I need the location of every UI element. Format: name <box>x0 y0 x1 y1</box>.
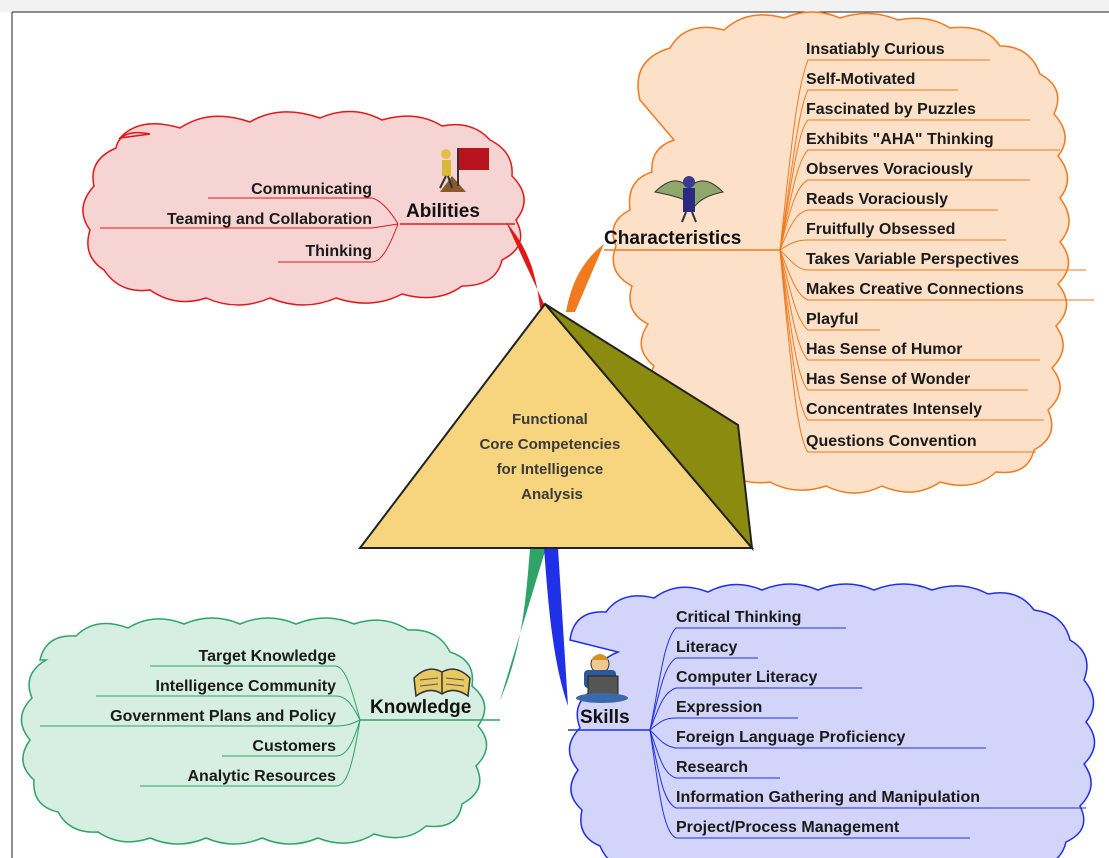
knowledge-item-intelligence-community: Intelligence Community <box>156 678 337 695</box>
skills-item-research: Research <box>676 759 748 776</box>
skills-item-computer-literacy: Computer Literacy <box>676 669 817 686</box>
skills-item-project-process-management: Project/Process Management <box>676 819 900 836</box>
skills-connector <box>544 548 568 706</box>
skills-cloud <box>568 583 1096 858</box>
characteristics-cloud <box>612 11 1070 494</box>
open-book-icon <box>413 668 471 698</box>
abilities-item-communicating: Communicating <box>251 181 372 198</box>
characteristics-item-2: Self-Motivated <box>806 71 915 88</box>
knowledge-title: Knowledge <box>370 697 471 718</box>
characteristics-item-3: Fascinated by Puzzles <box>806 101 976 118</box>
characteristics-item-9: Makes Creative Connections <box>806 281 1024 298</box>
skills-item-foreign-language-proficiency: Foreign Language Proficiency <box>676 729 905 746</box>
top-band <box>0 0 1109 12</box>
skills-item-expression: Expression <box>676 699 762 716</box>
person-at-computer-icon <box>576 654 628 703</box>
skills-item-critical-thinking: Critical Thinking <box>676 609 801 626</box>
abilities-item-thinking: Thinking <box>305 243 372 260</box>
characteristics-item-13: Concentrates Intensely <box>806 401 982 418</box>
climber-with-flag-icon <box>439 148 489 192</box>
characteristics-item-4: Exhibits "AHA" Thinking <box>806 131 994 148</box>
characteristics-item-10: Playful <box>806 311 858 328</box>
characteristics-item-5: Observes Voraciously <box>806 161 973 178</box>
characteristics-item-8: Takes Variable Perspectives <box>806 251 1019 268</box>
abilities-item-teaming-and-collaboration: Teaming and Collaboration <box>167 211 372 228</box>
knowledge-branch: Knowledge Target Knowledge Intelligence … <box>40 648 500 787</box>
characteristics-item-11: Has Sense of Humor <box>806 341 962 358</box>
skills-title: Skills <box>580 707 630 728</box>
center-title-line-4: Analysis <box>521 486 583 503</box>
characteristics-branch: Characteristics Insatiably Curious Self-… <box>604 41 1094 453</box>
skills-item-literacy: Literacy <box>676 639 737 656</box>
skills-branch: Skills Critical Thinking Literacy Comput… <box>568 609 1086 839</box>
pyramid-side-face <box>544 303 754 552</box>
knowledge-item-analytic-resources: Analytic Resources <box>187 768 336 785</box>
knowledge-connector <box>500 548 546 700</box>
characteristics-item-6: Reads Voraciously <box>806 191 948 208</box>
characteristics-item-7: Fruitfully Obsessed <box>806 221 955 238</box>
knowledge-item-target-knowledge: Target Knowledge <box>199 648 337 665</box>
center-title-line-3: for Intelligence <box>497 461 604 478</box>
characteristics-title: Characteristics <box>604 228 741 249</box>
skills-item-information-gathering: Information Gathering and Manipulation <box>676 789 980 806</box>
characteristics-connector <box>566 244 604 312</box>
abilities-branch: Abilities Communicating Teaming and Coll… <box>100 148 515 263</box>
abilities-cloud <box>82 110 525 306</box>
abilities-title: Abilities <box>406 201 480 222</box>
abilities-connector <box>506 222 545 308</box>
characteristics-item-12: Has Sense of Wonder <box>806 371 970 388</box>
knowledge-cloud <box>20 617 488 845</box>
winged-figure-icon <box>653 176 725 223</box>
center-title-line-2: Core Competencies <box>479 436 620 453</box>
center-title: Functional Core Competencies for Intelli… <box>479 411 624 503</box>
center-title-line-1: Functional <box>512 411 588 428</box>
characteristics-item-14: Questions Convention <box>806 433 977 450</box>
knowledge-item-government-plans-and-policy: Government Plans and Policy <box>110 708 336 725</box>
characteristics-item-1: Insatiably Curious <box>806 41 945 58</box>
knowledge-item-customers: Customers <box>252 738 336 755</box>
